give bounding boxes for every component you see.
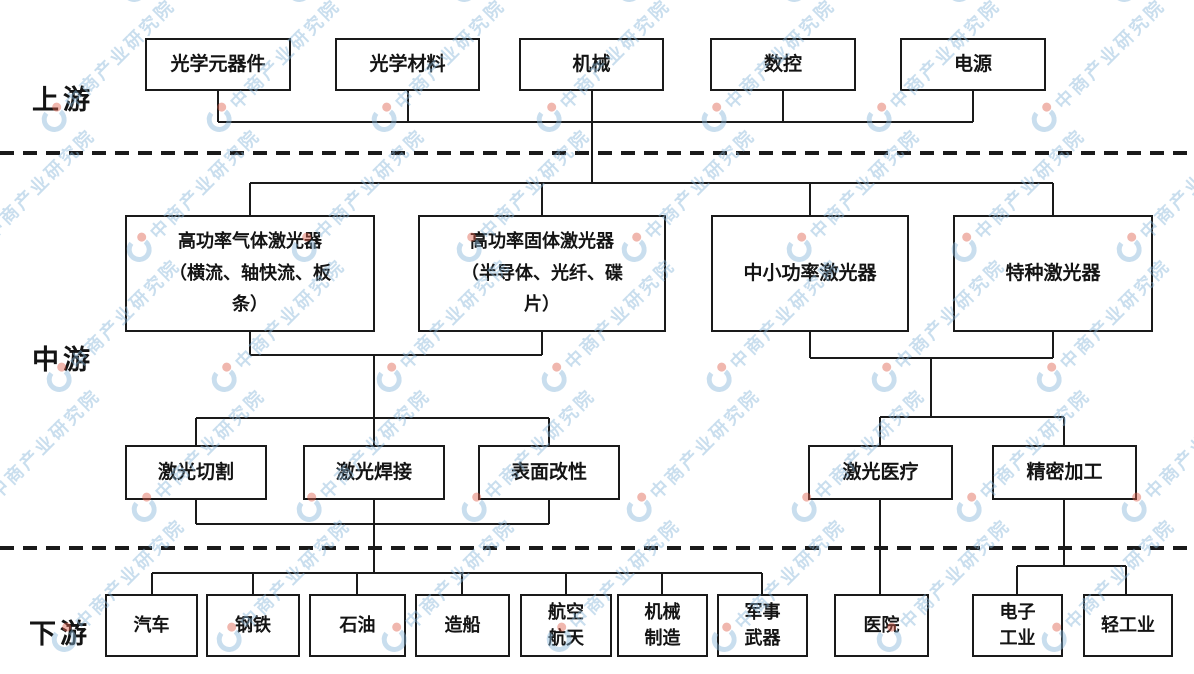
node-optical-components: 光学元器件 [145,38,291,91]
midstream-left-group-connectors [195,332,550,573]
node-label: 石油 [339,614,376,636]
node-petroleum: 石油 [309,594,406,657]
node-special-laser: 特种激光器 [953,215,1153,332]
node-aerospace: 航空 航天 [520,594,612,657]
node-automobile: 汽车 [105,594,198,657]
node-label: 高功率气体激光器 （横流、轴快流、板 条） [169,231,331,316]
node-label: 激光切割 [157,460,234,483]
node-steel: 钢铁 [206,594,300,657]
midstream-right-group-connectors [809,332,1127,595]
node-label: 表面改性 [510,460,587,483]
upstream-connectors [217,91,974,183]
node-surface-modification: 表面改性 [478,445,620,500]
node-label: 电子 工业 [999,602,1036,649]
node-label: 中小功率激光器 [743,261,877,284]
node-label: 航空 航天 [548,602,584,649]
node-machinery-manufacturing: 机械 制造 [617,594,708,657]
node-electronics-industry: 电子 工业 [972,594,1063,657]
node-label: 机械 制造 [644,602,681,649]
node-machinery: 机械 [519,38,664,91]
node-power-supply: 电源 [900,38,1046,91]
midstream-top-connectors [249,182,1054,215]
node-hospital: 医院 [834,594,929,657]
node-label: 机械 [572,52,611,75]
node-military-weapons: 军事 武器 [717,594,808,657]
node-laser-medical: 激光医疗 [808,445,953,500]
node-label: 光学元器件 [170,52,266,75]
node-laser-welding: 激光焊接 [303,445,445,500]
node-label: 精密加工 [1026,460,1103,483]
node-light-industry: 轻工业 [1083,594,1173,657]
node-laser-cutting: 激光切割 [125,445,267,500]
downstream-connectors [151,572,763,594]
node-cnc: 数控 [710,38,856,91]
node-shipbuilding: 造船 [415,594,510,657]
node-precision-machining: 精密加工 [992,445,1137,500]
node-high-power-gas-laser: 高功率气体激光器 （横流、轴快流、板 条） [125,215,375,332]
node-label: 轻工业 [1101,614,1155,636]
node-label: 激光医疗 [842,460,919,483]
node-label: 汽车 [133,614,170,636]
node-optical-materials: 光学材料 [335,38,480,91]
node-label: 钢铁 [235,614,271,636]
label-midstream: 中游 [32,345,94,376]
node-label: 造船 [444,614,481,636]
node-high-power-solid-laser: 高功率固体激光器 （半导体、光纤、碟 片） [418,215,666,332]
node-label: 军事 武器 [744,602,781,649]
node-label: 医院 [863,614,900,636]
node-small-medium-power-laser: 中小功率激光器 [711,215,909,332]
label-upstream: 上游 [32,85,94,116]
node-label: 光学材料 [369,52,446,75]
node-label: 数控 [763,52,802,75]
node-label: 电源 [953,52,992,75]
node-label: 激光焊接 [335,460,412,483]
node-label: 特种激光器 [1005,261,1101,284]
node-label: 高功率固体激光器 （半导体、光纤、碟 片） [461,231,623,316]
label-downstream: 下游 [29,619,91,650]
